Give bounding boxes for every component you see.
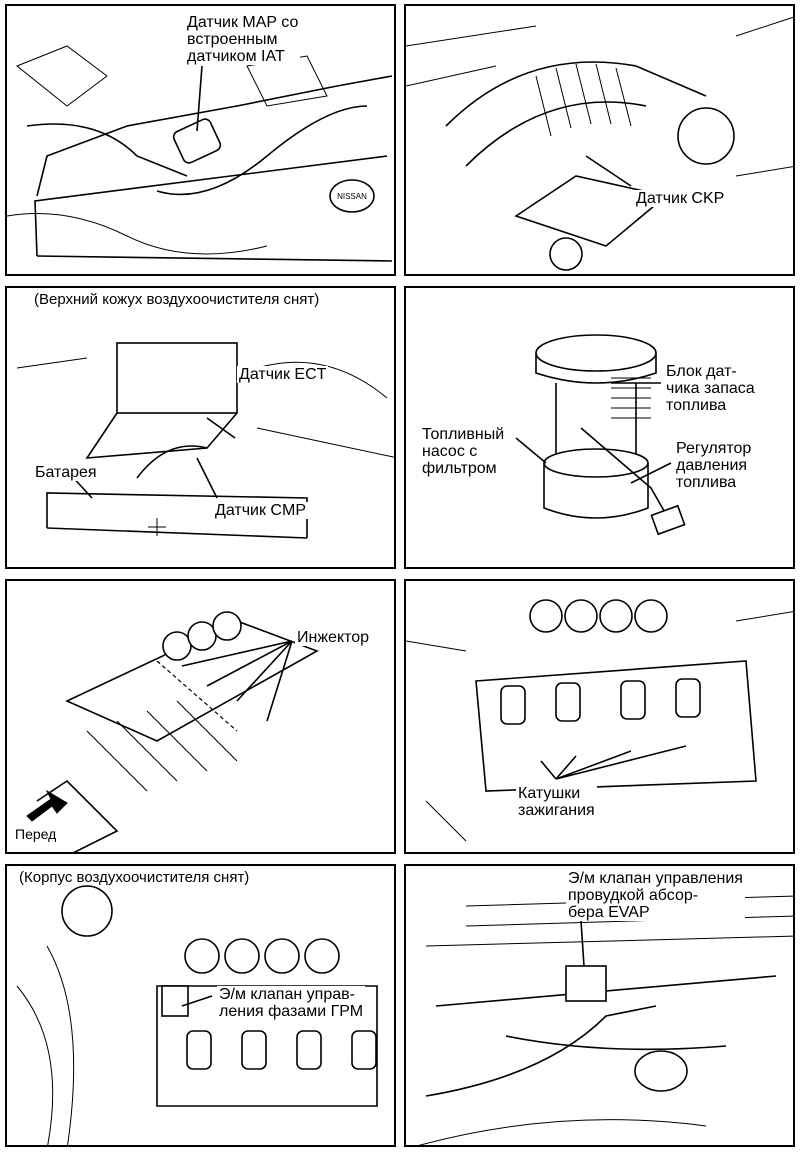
engine-illustration-ect bbox=[16, 342, 394, 539]
fuel-pump-illustration bbox=[515, 334, 686, 536]
label-vtc-solenoid: Э/м клапан управ- ления фазами ГРМ bbox=[217, 986, 366, 1020]
label-cmp-sensor: Датчик CMP bbox=[213, 502, 308, 519]
panel-fuel-pump: Блок дат- чика запаса топлива Топливный … bbox=[404, 286, 795, 569]
panel-vtc-solenoid: (Корпус воздухоочистителя снят) Э/м клап… bbox=[5, 864, 396, 1147]
panel-injector: Инжектор Перед bbox=[5, 579, 396, 854]
arrow-front-icon bbox=[26, 789, 68, 822]
panel-ect-cmp: (Верхний кожух воздухоочистителя снят) Д… bbox=[5, 286, 396, 569]
engine-illustration-injector bbox=[26, 611, 319, 852]
label-battery: Батарея bbox=[33, 464, 99, 481]
engine-illustration-coils bbox=[406, 599, 793, 842]
caption-air-cleaner-cover: (Верхний кожух воздухоочистителя снят) bbox=[32, 291, 322, 308]
engine-illustration-map: NISSAN bbox=[7, 45, 393, 262]
panel-ckp-sensor: Датчик CKP bbox=[404, 4, 795, 276]
engine-illustration-vtc bbox=[16, 885, 378, 1145]
label-ignition-coils: Катушки зажигания bbox=[516, 785, 597, 819]
label-map-sensor: Датчик MAP со встроенным датчиком IAT bbox=[185, 14, 301, 65]
label-ect-sensor: Датчик ECT bbox=[237, 366, 329, 383]
engine-illustration-ckp bbox=[406, 16, 793, 271]
label-front: Перед bbox=[13, 826, 59, 842]
label-fuel-level-sensor: Блок дат- чика запаса топлива bbox=[664, 363, 757, 414]
panel-ignition-coils: Катушки зажигания bbox=[404, 579, 795, 854]
label-evap-solenoid: Э/м клапан управления провудкой абсор- б… bbox=[566, 870, 745, 921]
panel-evap-solenoid: Э/м клапан управления провудкой абсор- б… bbox=[404, 864, 795, 1147]
label-fuel-pressure-regulator: Регулятор давления топлива bbox=[674, 440, 754, 491]
label-injector: Инжектор bbox=[295, 629, 372, 646]
panel-map-sensor: NISSAN Датчик MAP со встроенным датчиком… bbox=[5, 4, 396, 276]
label-ckp-sensor: Датчик CKP bbox=[634, 190, 727, 207]
label-fuel-pump-filter: Топливный насос с фильтром bbox=[420, 426, 507, 477]
caption-air-cleaner-housing: (Корпус воздухоочистителя снят) bbox=[17, 869, 252, 886]
nissan-badge: NISSAN bbox=[337, 192, 367, 201]
